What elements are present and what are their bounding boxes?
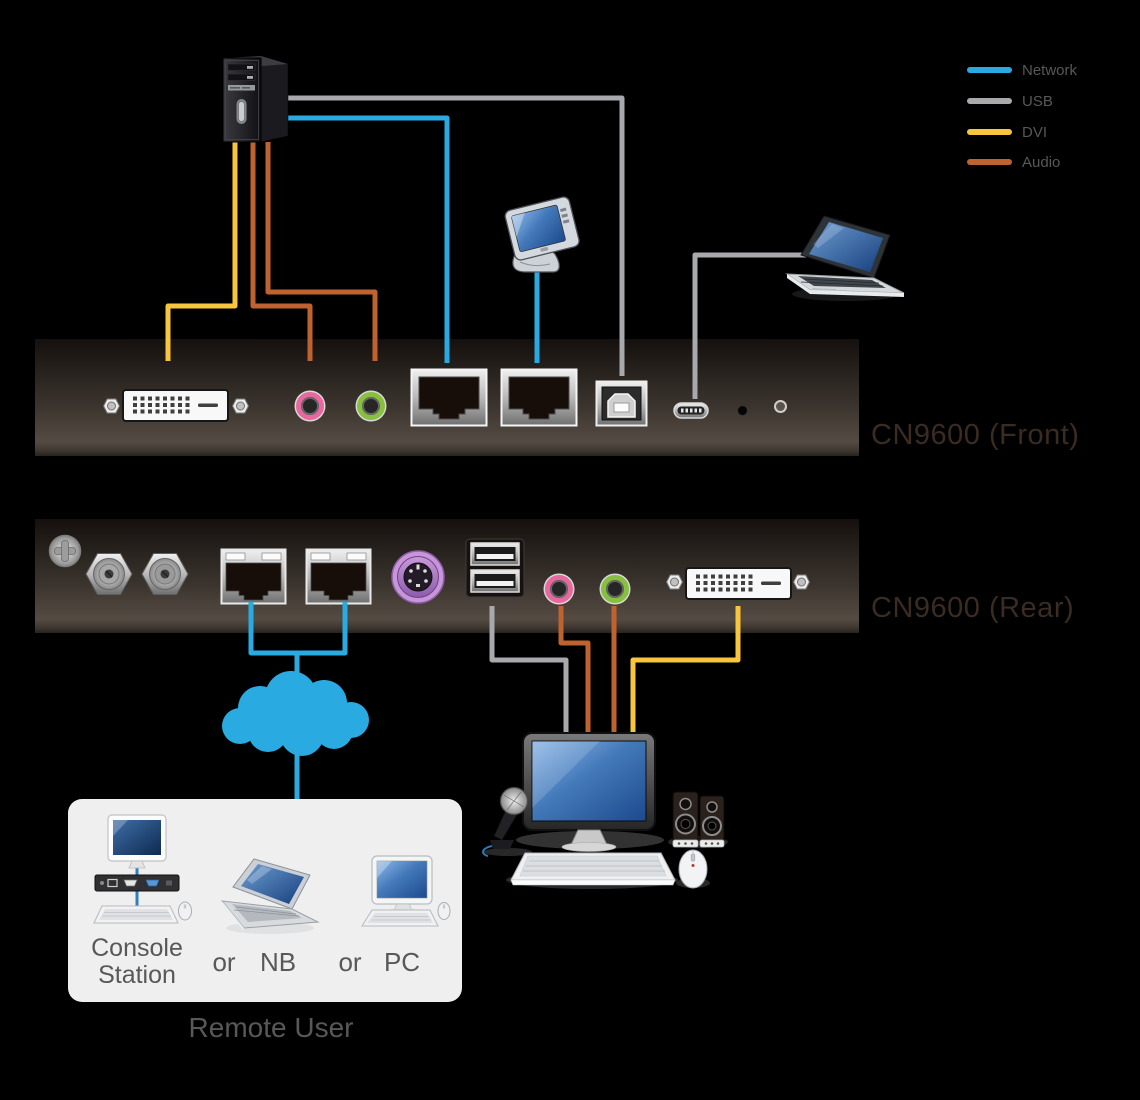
usb-cable-tower-to-usbb <box>288 95 625 376</box>
console-monitor <box>522 732 656 852</box>
console-microphone <box>482 786 529 857</box>
remote-user-box: Console Station or NB or PC <box>68 799 462 1002</box>
legend-item-usb: USB <box>967 92 1053 110</box>
dvi-port-rear <box>685 567 792 600</box>
audio-cable-rear-mic <box>558 606 591 742</box>
lan-port-2-rear <box>305 548 372 605</box>
network-cable-tower-to-lan1 <box>288 115 450 363</box>
usb-line-swatch <box>967 98 1012 104</box>
audio-cable-tower-to-mic <box>250 142 313 361</box>
console-mouse <box>678 849 708 889</box>
cn9600-rear-panel <box>35 518 859 633</box>
legend-audio-label: Audio <box>1022 153 1061 171</box>
notebook-label: NB <box>259 947 297 977</box>
notebook-device <box>220 858 320 934</box>
legend-usb-label: USB <box>1022 92 1053 110</box>
pc-device <box>361 855 451 927</box>
legend-dvi-label: DVI <box>1022 123 1048 141</box>
speaker-jack-front <box>357 392 385 420</box>
legend-item-dvi: DVI <box>967 123 1048 141</box>
laptop <box>785 215 905 301</box>
console-station-label: Console Station <box>91 934 183 989</box>
reset-button <box>737 405 748 416</box>
mini-usb-port <box>673 402 709 419</box>
dvi-screw-icon <box>793 574 810 590</box>
audio-line-swatch <box>967 159 1012 165</box>
usb-b-port <box>595 380 648 427</box>
or-label-1: or <box>212 947 236 977</box>
lan-port-2-front <box>500 368 578 427</box>
mic-jack-rear <box>545 575 573 603</box>
mic-jack-front <box>296 392 324 420</box>
usb-a-dual-port <box>465 538 525 598</box>
dvi-screw-icon <box>666 574 683 590</box>
power-jack-2 <box>141 553 189 595</box>
usb-cable-laptop-to-miniusb <box>692 252 806 399</box>
console-keyboard <box>510 852 676 886</box>
power-jack-1 <box>85 553 133 595</box>
lan-port-1-rear <box>220 548 287 605</box>
lan-port-1-front <box>410 368 488 427</box>
legend-network-label: Network <box>1022 61 1078 79</box>
console-station-device <box>93 814 192 924</box>
dvi-cable-tower-to-front <box>165 142 238 361</box>
touch-panel-device <box>504 196 580 273</box>
pc-label: PC <box>383 947 421 977</box>
legend-item-audio: Audio <box>967 153 1061 171</box>
console-speakers <box>672 791 725 848</box>
audio-cable-tower-to-speaker <box>265 142 378 361</box>
network-cloud <box>222 671 369 756</box>
remote-user-caption: Remote User <box>188 1012 354 1043</box>
network-line-swatch <box>967 67 1012 73</box>
or-label-2: or <box>338 947 362 977</box>
front-panel-label: CN9600 (Front) <box>871 419 1080 451</box>
network-cable-rear-lans <box>248 602 348 656</box>
ps2-port <box>391 550 445 604</box>
grounding-screw <box>48 534 82 568</box>
legend-item-network: Network <box>967 61 1078 79</box>
rear-panel-label: CN9600 (Rear) <box>871 592 1075 624</box>
speaker-jack-rear <box>601 575 629 603</box>
dvi-cable-rear-to-monitor <box>630 606 741 742</box>
computer-tower <box>222 55 289 143</box>
dvi-line-swatch <box>967 129 1012 135</box>
dvi-screw-icon <box>232 398 249 414</box>
local-console-set <box>482 732 728 889</box>
usb-cable-rear-to-console <box>489 606 569 742</box>
dvi-port-front <box>122 389 229 422</box>
power-led <box>774 400 787 413</box>
dvi-screw-icon <box>103 398 120 414</box>
